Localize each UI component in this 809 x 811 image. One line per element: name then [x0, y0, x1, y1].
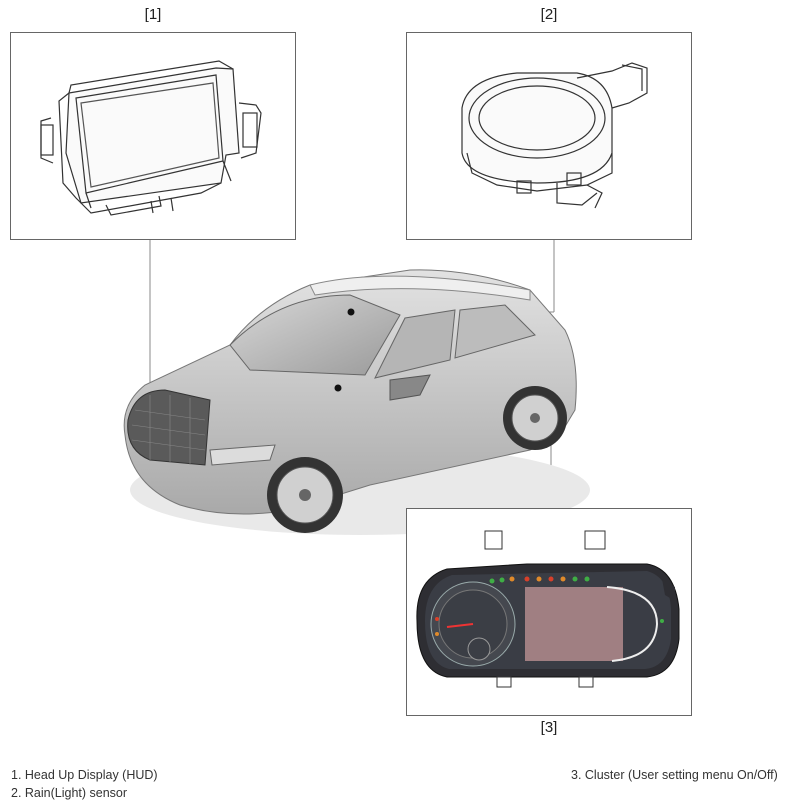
- rain-sensor-frame: [406, 32, 692, 240]
- cluster-frame: [406, 508, 692, 716]
- rain-sensor-marker: [347, 308, 355, 316]
- hud-frame: [10, 32, 296, 240]
- hud-cluster-marker: [334, 384, 342, 392]
- legend-item-1: 1. Head Up Display (HUD): [11, 768, 158, 782]
- cluster-illustration: [416, 530, 680, 688]
- callout-label-cluster: [3]: [540, 719, 558, 736]
- hud-illustration: [40, 60, 262, 216]
- callout-label-rain-sensor: [2]: [540, 6, 558, 23]
- legend-item-2: 2. Rain(Light) sensor: [11, 786, 128, 800]
- rain-sensor-illustration: [461, 62, 648, 209]
- vehicle-illustration: [123, 269, 590, 535]
- callout-label-hud: [1]: [144, 6, 162, 23]
- legend-item-3: 3. Cluster (User setting menu On/Off): [571, 768, 778, 782]
